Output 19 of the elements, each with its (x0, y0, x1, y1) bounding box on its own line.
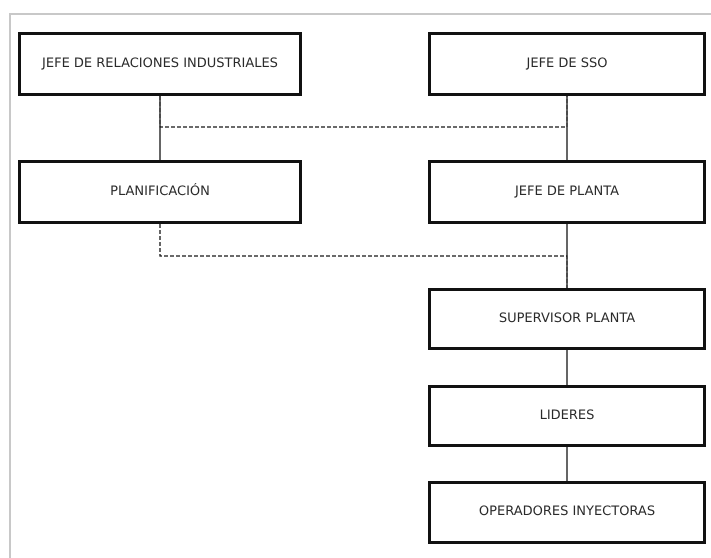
org-box (428, 481, 706, 544)
org-box (428, 32, 706, 96)
org-box (428, 288, 706, 350)
role-title: JEFE DE SSO (526, 54, 608, 73)
role-title: SUPERVISOR PLANTA (498, 310, 636, 328)
connector-line (566, 350, 568, 385)
org-box (18, 160, 302, 224)
org-box (428, 385, 706, 447)
org-box (18, 32, 302, 96)
role-title: LIDERES (540, 406, 594, 425)
role-title: OPERADORES INYECTORAS (478, 503, 656, 522)
role-title: PLANIFICACIÓN (110, 182, 210, 201)
connector-line (566, 224, 568, 288)
role-title: JEFE DE RELACIONES INDUSTRIALES (42, 54, 278, 73)
connector-line (566, 96, 568, 160)
org-box (428, 160, 706, 224)
connector-line (566, 447, 568, 481)
dashed-connector (159, 96, 568, 128)
role-title: JEFE DE PLANTA (514, 182, 620, 201)
